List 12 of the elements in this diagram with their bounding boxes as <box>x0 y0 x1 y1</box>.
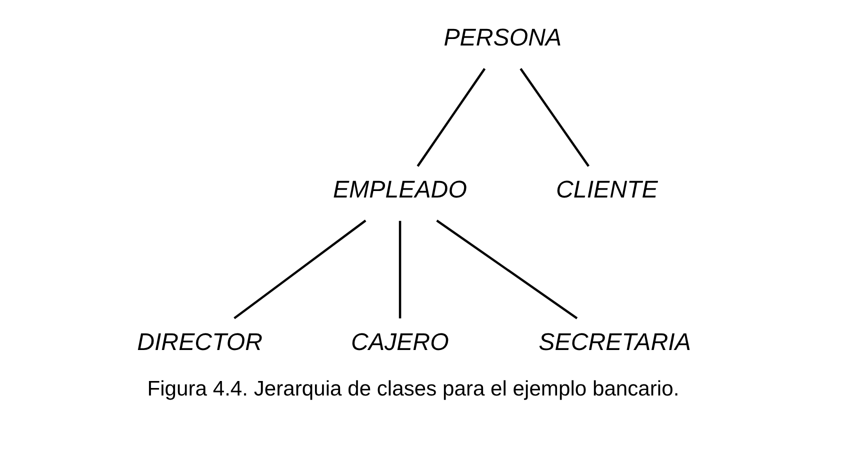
connector <box>234 220 366 320</box>
connector <box>436 220 578 320</box>
node-text: SECRETARIA <box>538 328 691 356</box>
caption: Figura 4.4. Jerarquia de clases para el ejemplo bancario. <box>147 378 680 401</box>
connector <box>398 220 402 318</box>
node-text: PERSONA <box>444 24 562 52</box>
node-text: CLIENTE <box>556 176 658 204</box>
node-text: CAJERO <box>351 328 449 356</box>
connector <box>520 68 590 167</box>
connector <box>416 68 486 167</box>
node-text: EMPLEADO <box>332 176 467 204</box>
node-text: DIRECTOR <box>137 328 263 356</box>
